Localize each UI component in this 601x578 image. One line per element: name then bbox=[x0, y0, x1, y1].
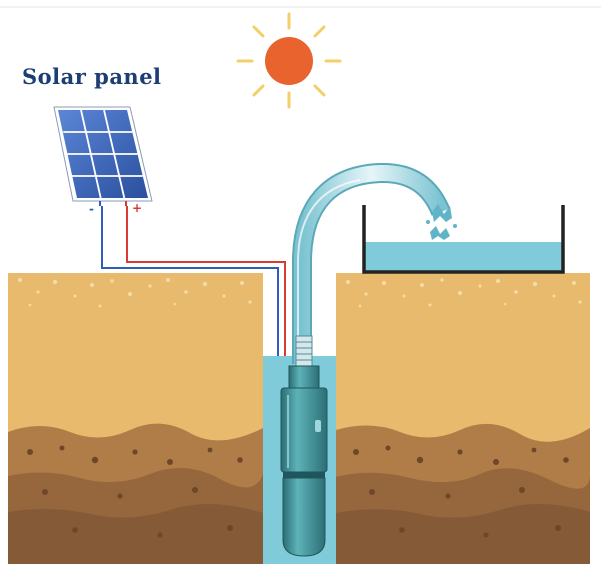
water-pipe bbox=[292, 162, 457, 364]
ground-left bbox=[8, 273, 263, 564]
solar-panel-label: Solar panel bbox=[22, 64, 162, 89]
ground-right bbox=[336, 273, 590, 564]
negative-terminal-label: - bbox=[89, 202, 94, 216]
positive-terminal-label: + bbox=[132, 201, 143, 215]
sun-icon bbox=[236, 12, 342, 109]
solar-panel-icon bbox=[53, 106, 153, 206]
submersible-pump-icon bbox=[280, 335, 328, 557]
water-tank-icon bbox=[362, 205, 565, 274]
